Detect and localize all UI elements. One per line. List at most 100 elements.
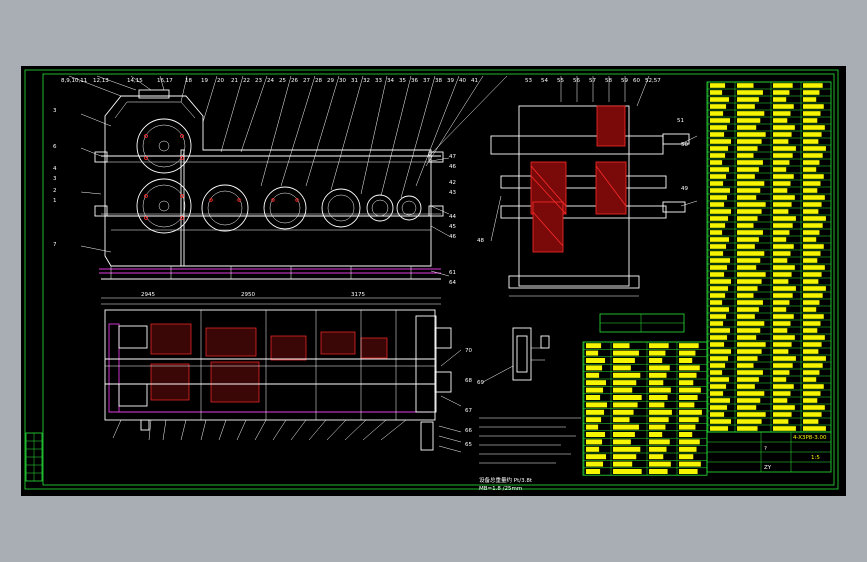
callout-top-19: 33 xyxy=(375,78,382,84)
parts-list-right-cell xyxy=(710,251,724,256)
callout-detail-0: 69 xyxy=(477,380,484,386)
parts-list-right-cell xyxy=(803,258,818,263)
callout-top-10: 24 xyxy=(267,78,274,84)
parts-list-right-cell xyxy=(773,307,787,312)
parts-list-right-cell xyxy=(710,202,725,207)
parts-list-bottom-cell xyxy=(586,469,601,474)
parts-list-right-cell xyxy=(773,279,789,284)
parts-list-right-cell xyxy=(737,209,762,214)
parts-list-bottom-cell xyxy=(586,395,601,400)
assembly-drawing: 8,9,10,1112,1314,1516,171819202122232425… xyxy=(24,69,839,492)
callout-plan-0: 70 xyxy=(465,348,472,354)
parts-list-right-cell xyxy=(803,111,821,116)
parts-list-right-cell xyxy=(773,286,796,291)
parts-list-right-cell xyxy=(737,398,761,403)
parts-list-bottom-cell xyxy=(649,395,668,400)
parts-list-right-cell xyxy=(773,349,789,354)
callout-top-11: 25 xyxy=(279,78,286,84)
parts-list-right-cell xyxy=(803,223,823,228)
parts-list-right-cell xyxy=(710,160,723,165)
callout-top-7: 21 xyxy=(231,78,238,84)
parts-list-bottom-cell xyxy=(586,424,599,430)
gear-section-2 xyxy=(595,161,627,215)
parts-list-right-cell xyxy=(803,90,820,95)
parts-list-right-cell xyxy=(710,125,728,130)
callout-top-25: 39 xyxy=(447,78,454,84)
callout-top-17: 31 xyxy=(351,78,358,84)
parts-list-right-cell xyxy=(737,139,762,144)
parts-list-right-cell xyxy=(710,118,731,123)
parts-list-right-cell xyxy=(773,202,792,207)
parts-list-bottom-cell xyxy=(586,343,602,349)
callout-side-3: 56 xyxy=(573,78,580,84)
parts-list-right-cell xyxy=(803,167,817,172)
parts-list-right-cell xyxy=(803,356,826,361)
parts-list-bottom-cell xyxy=(613,461,633,467)
parts-list-right-cell xyxy=(710,370,723,375)
parts-list-right-cell xyxy=(803,181,821,186)
callout-top-2: 14,15 xyxy=(127,78,143,84)
bearing-circle-1 xyxy=(136,118,192,174)
callout-plan-1: 68 xyxy=(465,378,472,384)
parts-list-right-cell xyxy=(710,321,724,326)
parts-list-right-cell xyxy=(803,328,818,333)
callout-top-16: 30 xyxy=(339,78,346,84)
parts-list-right-cell xyxy=(710,293,726,298)
callout-right-4: 44 xyxy=(449,214,456,220)
parts-list-bottom-cell xyxy=(586,432,606,437)
parts-list-bottom-cell xyxy=(586,417,602,423)
parts-list-right-cell xyxy=(710,398,731,403)
parts-list-right-cell xyxy=(803,293,823,298)
callout-top-13: 27 xyxy=(303,78,310,84)
parts-list-right-cell xyxy=(803,419,819,424)
parts-list-right-cell xyxy=(773,314,794,319)
parts-list-right-cell xyxy=(710,314,727,319)
parts-list-right-cell xyxy=(773,258,788,263)
parts-list-bottom-cell xyxy=(649,439,670,445)
parts-list-right-cell xyxy=(710,258,731,263)
parts-list-right-cell xyxy=(710,181,724,186)
callout-right-0: 47 xyxy=(449,154,456,160)
parts-list-bottom-cell xyxy=(613,380,637,386)
parts-list-right-cell xyxy=(803,174,824,179)
callouts-detail: 69 xyxy=(477,380,484,386)
callout-left-4: 2 xyxy=(53,188,57,194)
bearing-circle-2 xyxy=(136,178,192,234)
parts-list-bottom-cell xyxy=(679,365,700,371)
parts-list-right-cell xyxy=(737,83,754,88)
technical-notes: 设备总重量约 Pt/3.8t MB=1.8 /25mm xyxy=(479,417,581,492)
parts-list-right-cell xyxy=(773,209,789,214)
parts-list-bottom-cell xyxy=(649,417,669,423)
parts-list-right-cell xyxy=(710,153,726,158)
parts-list-bottom-cell xyxy=(679,380,694,386)
callout-top-12: 26 xyxy=(291,78,298,84)
parts-list-right-cell xyxy=(773,265,795,270)
parts-list-right-cell xyxy=(710,328,731,333)
parts-list-right-cell xyxy=(710,279,732,284)
parts-list-right-cell xyxy=(803,125,825,130)
parts-list-right-cell xyxy=(737,90,763,95)
callout-left-1: 6 xyxy=(53,144,57,150)
parts-list-bottom-cell xyxy=(679,358,693,363)
parts-list-table-lower xyxy=(582,341,708,476)
parts-list-right-cell xyxy=(710,174,727,179)
parts-list-right-cell xyxy=(737,426,758,431)
parts-list-right-cell xyxy=(803,342,822,347)
parts-list-right-cell xyxy=(803,230,820,235)
callout-side-0: 53 xyxy=(525,78,532,84)
parts-list-bottom-cell xyxy=(586,365,603,371)
parts-list-bottom-cell xyxy=(679,439,700,445)
callout-top-27: 41 xyxy=(471,78,478,84)
parts-list-bottom-cell xyxy=(679,372,697,378)
parts-list-bottom-cell xyxy=(679,469,698,474)
parts-list-bottom-cell xyxy=(649,469,668,474)
detail-view: 69 xyxy=(477,327,550,386)
parts-list-right-cell xyxy=(710,237,730,242)
parts-list-right-cell xyxy=(737,300,763,305)
parts-list-right-cell xyxy=(737,321,765,326)
parts-list-right-cell xyxy=(710,384,727,389)
parts-list-bottom-cell xyxy=(586,454,607,460)
